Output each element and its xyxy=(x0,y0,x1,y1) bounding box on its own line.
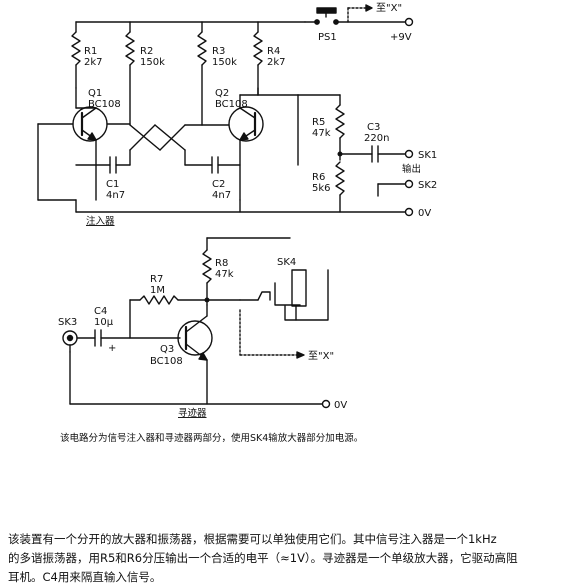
zero-v-bottom-label: 0V xyxy=(334,400,347,411)
q3-type: BC108 xyxy=(150,356,183,367)
zero-v-top-label: 0V xyxy=(418,208,431,219)
to-x-top-label: 至"X" xyxy=(376,2,402,14)
r2-value: 150k xyxy=(140,57,165,68)
r2-name: R2 xyxy=(140,46,153,57)
r3-name: R3 xyxy=(212,46,225,57)
r1-name: R1 xyxy=(84,46,97,57)
c4-value: 10μ xyxy=(94,317,114,328)
circuit-schematic: PS1 +9V 至"X" R1 2k7 R2 150k R3 150k R4 2… xyxy=(37,2,437,419)
r5-name: R5 xyxy=(312,117,325,128)
r6-name: R6 xyxy=(312,172,325,183)
figure-caption: 该电路分为信号注入器和寻迹器两部分，使用SK4输放大器部分加电源。 xyxy=(60,433,364,444)
plus9v-label: +9V xyxy=(390,32,412,43)
q2-type: BC108 xyxy=(215,99,248,110)
r8-name: R8 xyxy=(215,258,228,269)
q3-name: Q3 xyxy=(160,344,174,355)
description-line: 该装置有一个分开的放大器和振荡器，根据需要可以单独使用它们。其中信号注入器是一个… xyxy=(8,532,497,546)
r1-value: 2k7 xyxy=(84,57,103,68)
c3-value: 220n xyxy=(364,133,389,144)
sk1-label: SK1 xyxy=(418,150,437,161)
r7-name: R7 xyxy=(150,274,163,285)
c1-name: C1 xyxy=(106,179,119,190)
sk2-label: SK2 xyxy=(418,180,437,191)
r4-value: 2k7 xyxy=(267,57,286,68)
r7-value: 1M xyxy=(150,285,165,296)
tracer-label: 寻迹器 xyxy=(178,407,207,419)
r3-value: 150k xyxy=(212,57,237,68)
q2-name: Q2 xyxy=(215,88,229,99)
r4-name: R4 xyxy=(267,46,280,57)
q1-name: Q1 xyxy=(88,88,102,99)
sk3-label: SK3 xyxy=(58,317,77,328)
r8-value: 47k xyxy=(215,269,234,280)
c2-name: C2 xyxy=(212,179,225,190)
c4-plus-label: + xyxy=(108,343,116,354)
description-line: 耳机。C4用来隔直输入信号。 xyxy=(8,570,162,584)
ps1-label: PS1 xyxy=(318,32,337,43)
sk4-label: SK4 xyxy=(277,257,296,268)
ps1-switch xyxy=(304,7,406,25)
c1-value: 4n7 xyxy=(106,190,125,201)
c2-value: 4n7 xyxy=(212,190,231,201)
r5-value: 47k xyxy=(312,128,331,139)
r6-value: 5k6 xyxy=(312,183,331,194)
output-label: 输出 xyxy=(402,163,421,175)
injector-label: 注入器 xyxy=(86,215,115,227)
description-line: 的多谐振荡器，用R5和R6分压输出一个合适的电平（≈1V）。寻迹器是一个单级放大… xyxy=(8,551,518,565)
description-text: 该装置有一个分开的放大器和振荡器，根据需要可以单独使用它们。其中信号注入器是一个… xyxy=(8,530,554,587)
c3-name: C3 xyxy=(367,122,380,133)
to-x-bottom-label: 至"X" xyxy=(308,350,334,362)
q1-type: BC108 xyxy=(88,99,121,110)
c4-name: C4 xyxy=(94,306,107,317)
